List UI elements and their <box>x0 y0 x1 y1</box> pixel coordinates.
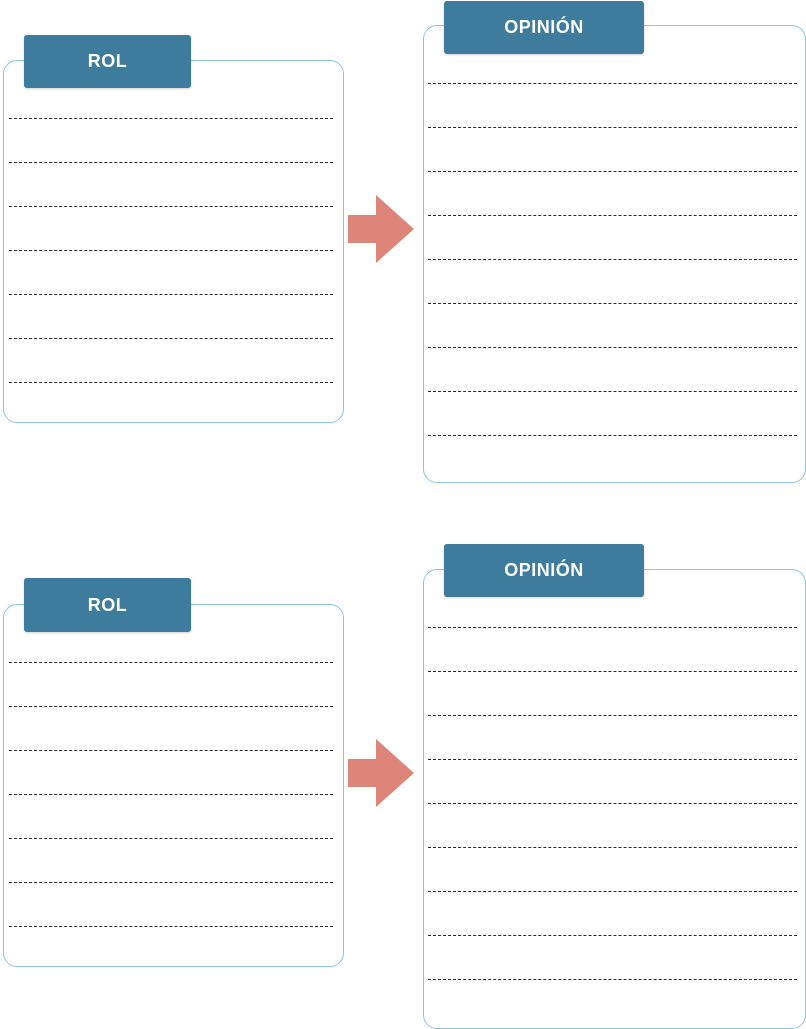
writing-line <box>428 847 797 848</box>
writing-line <box>428 715 797 716</box>
writing-line <box>9 662 333 663</box>
writing-line <box>9 882 333 883</box>
writing-line <box>428 215 797 216</box>
role-card-title: ROL <box>24 35 191 88</box>
writing-line <box>428 435 797 436</box>
writing-line <box>428 127 797 128</box>
role-card <box>3 60 344 423</box>
writing-line <box>428 759 797 760</box>
writing-line <box>9 162 333 163</box>
writing-line <box>9 382 333 383</box>
writing-line <box>428 303 797 304</box>
opinion-card-title: OPINIÓN <box>444 1 644 54</box>
right-arrow-icon <box>348 739 414 807</box>
writing-line <box>9 294 333 295</box>
writing-line <box>9 338 333 339</box>
writing-line <box>428 391 797 392</box>
writing-line <box>428 671 797 672</box>
role-card <box>3 604 344 967</box>
writing-line <box>428 979 797 980</box>
opinion-card-title: OPINIÓN <box>444 544 644 597</box>
writing-line <box>428 935 797 936</box>
writing-line <box>428 171 797 172</box>
right-arrow-icon <box>348 195 414 263</box>
writing-line <box>9 118 333 119</box>
writing-line <box>428 347 797 348</box>
writing-line <box>9 838 333 839</box>
writing-line <box>9 750 333 751</box>
writing-line <box>428 891 797 892</box>
writing-line <box>428 259 797 260</box>
opinion-card <box>423 25 806 483</box>
role-card-title: ROL <box>24 578 191 632</box>
writing-line <box>9 250 333 251</box>
writing-line <box>428 83 797 84</box>
writing-line <box>428 803 797 804</box>
writing-line <box>9 794 333 795</box>
writing-line <box>9 206 333 207</box>
writing-line <box>9 706 333 707</box>
writing-line <box>428 627 797 628</box>
writing-line <box>9 926 333 927</box>
opinion-card <box>423 569 806 1029</box>
